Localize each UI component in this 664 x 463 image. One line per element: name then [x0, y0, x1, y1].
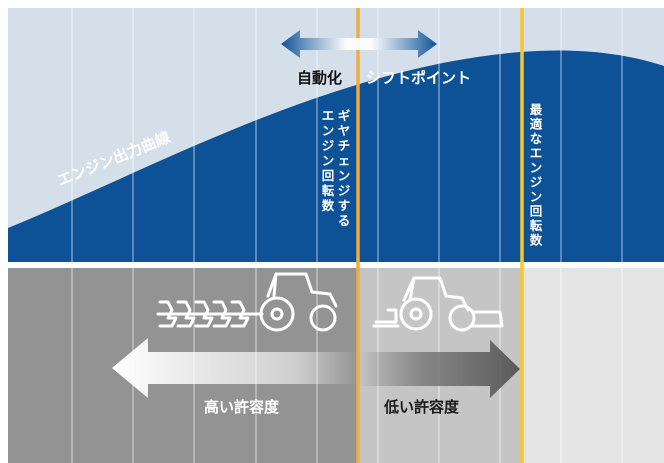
high-tolerance-arrow — [112, 338, 358, 398]
grid-lines — [71, 8, 623, 463]
panel-separator — [8, 262, 664, 268]
tractor-with-mower-icon — [372, 276, 504, 332]
shift-point-label: シフトポイント — [366, 69, 471, 87]
low-tolerance-arrow — [358, 340, 520, 398]
gear-change-rpm-label: ギヤチェンジするエンジン回転数 — [321, 108, 351, 228]
low-tolerance-label: 低い許容度 — [383, 398, 460, 416]
optimal-rpm-label: 最適なエンジン回転数 — [529, 102, 543, 248]
high-tolerance-label: 高い許容度 — [204, 398, 280, 416]
auto-label: 自動化 — [297, 69, 342, 87]
shift-point-double-arrow — [281, 30, 437, 58]
outside-zone — [522, 268, 664, 463]
tractor-with-plough-icon — [156, 272, 338, 332]
